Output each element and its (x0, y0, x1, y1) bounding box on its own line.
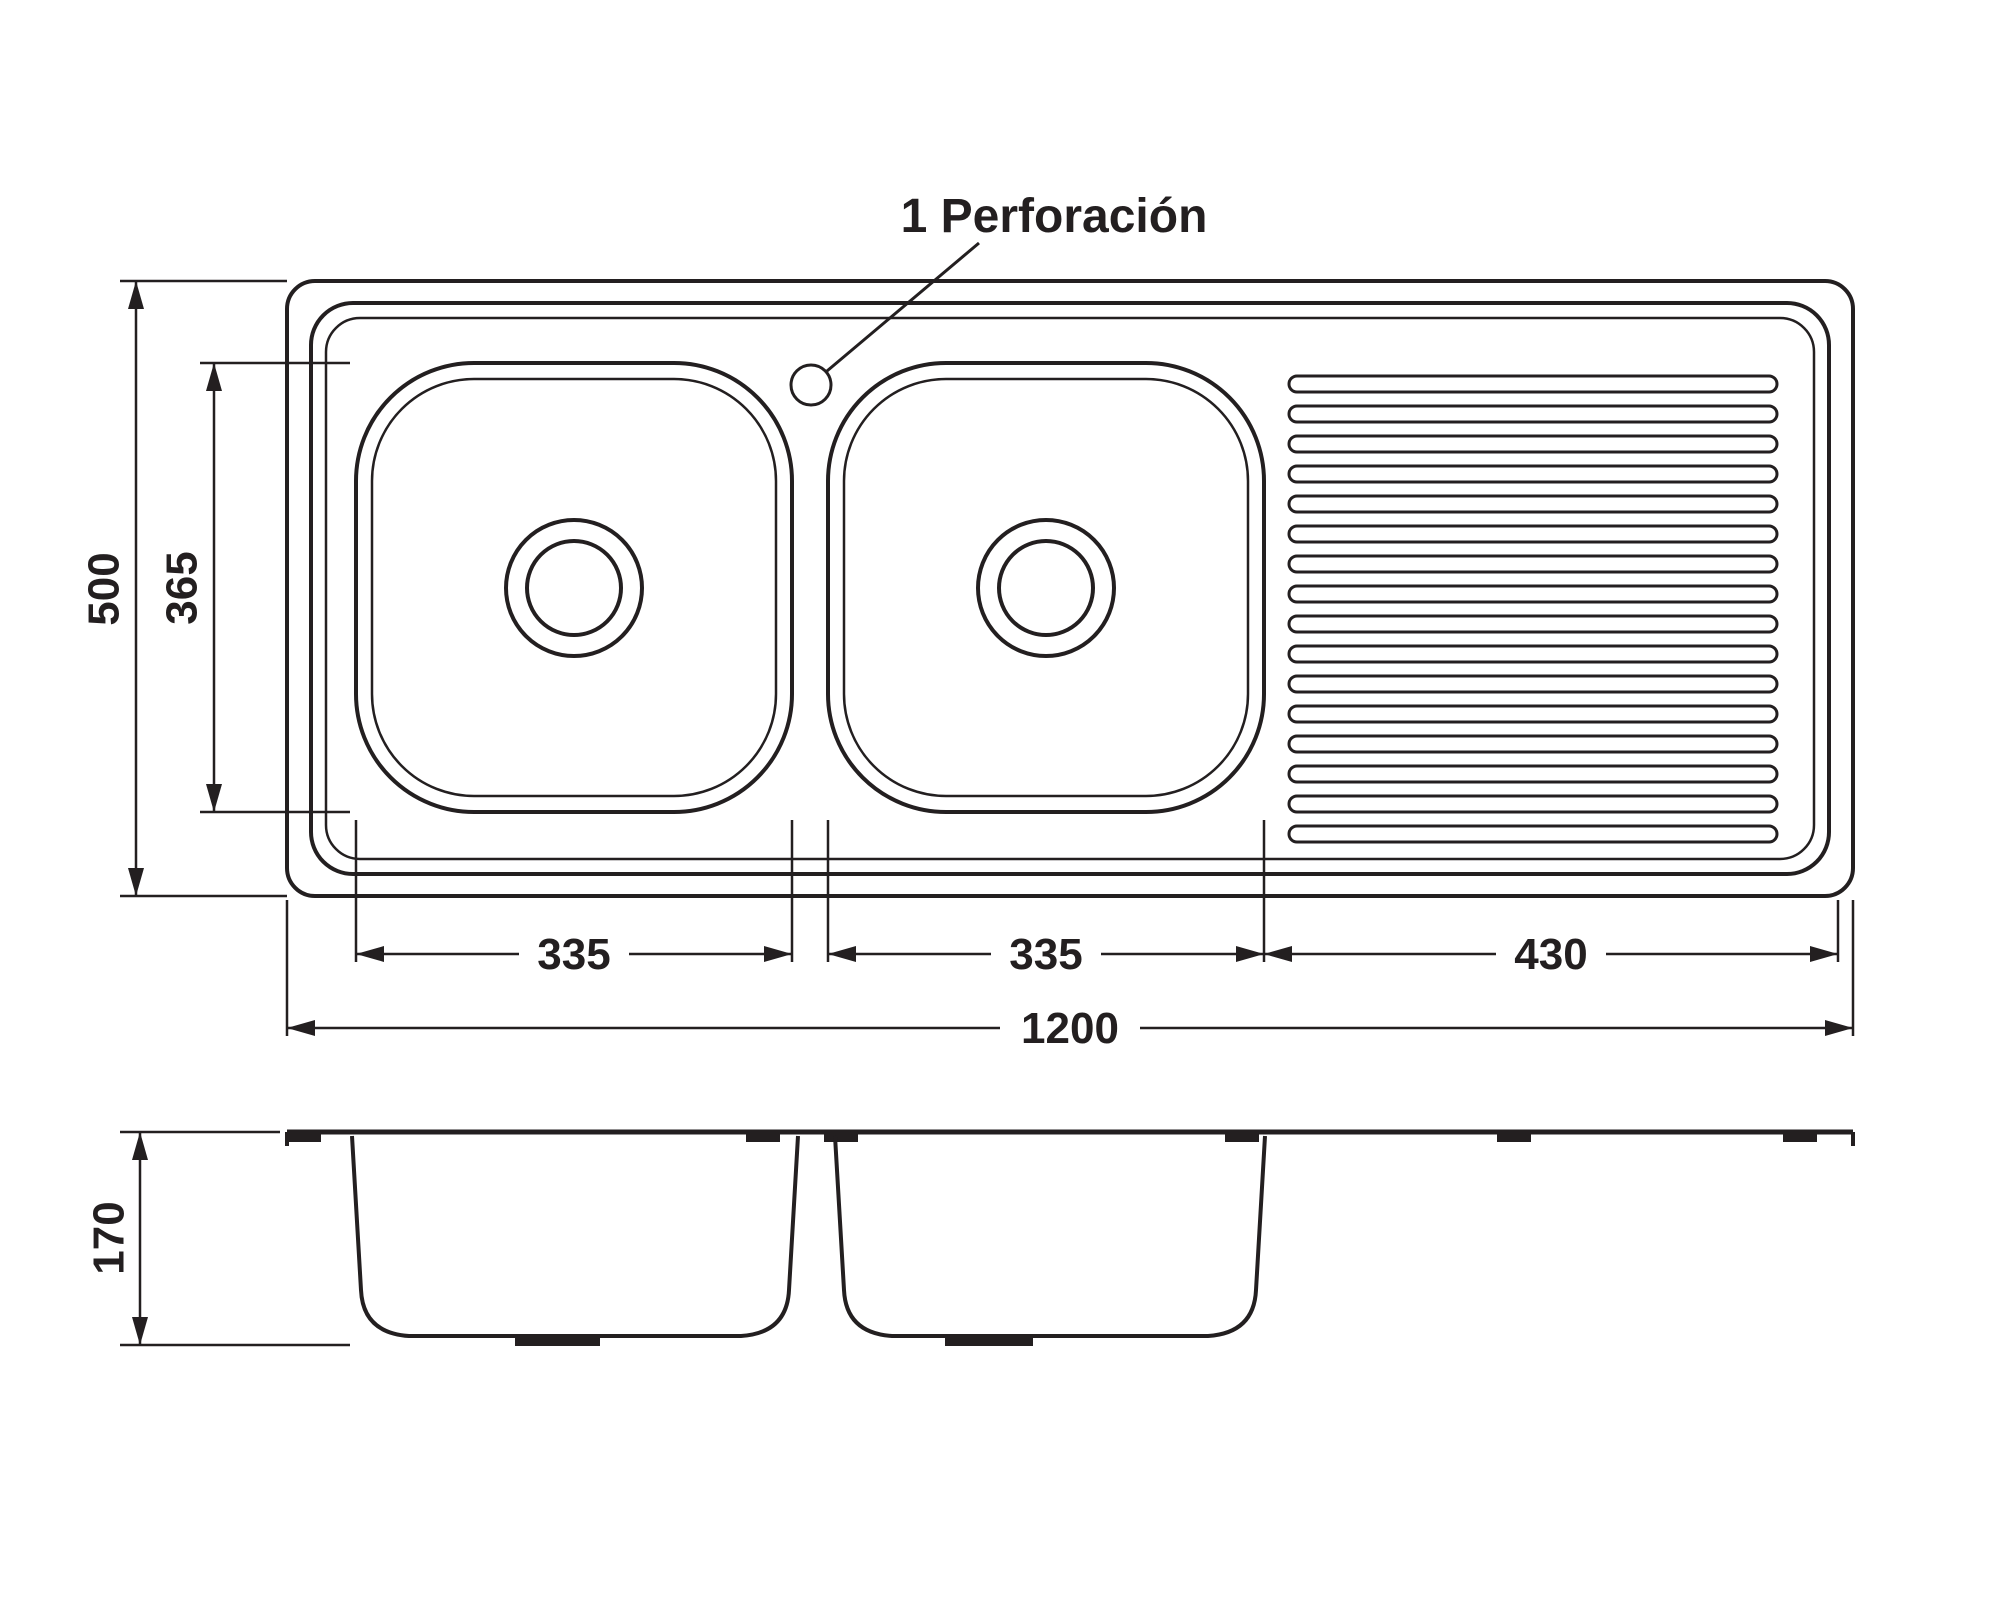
side-bowl-2-profile (833, 1135, 1267, 1338)
dim-bowl1-width-value: 335 (537, 930, 610, 979)
bowl-2-drain-outer (976, 518, 1116, 658)
dim-overall-height: 500 (79, 279, 287, 898)
side-bowl-2-drain-fitting (945, 1336, 1033, 1346)
side-bowl-1-profile (350, 1135, 800, 1338)
sink-rim-outline (309, 301, 1831, 876)
mounting-clips (287, 1134, 1817, 1142)
dim-bowl-span-height: 365 (157, 361, 350, 814)
bowl-1-drain-inner (525, 539, 623, 637)
bowl-1-inner-outline (370, 377, 778, 798)
dim-bowl1-width: 335 (356, 930, 792, 979)
side-bowl-1-drain-fitting (515, 1336, 600, 1346)
dim-bowl2-width-value: 335 (1009, 930, 1082, 979)
side-view: 170 (84, 1129, 1855, 1347)
dim-side-height: 170 (84, 1130, 350, 1347)
callout-leader-line (826, 241, 980, 373)
sink-outer-outline (285, 279, 1855, 898)
bowl-1-outline (354, 361, 794, 814)
dim-drainboard-width: 430 (1264, 930, 1838, 979)
dim-drainboard-width-value: 430 (1514, 930, 1587, 979)
bowl-2-drain-inner (997, 539, 1095, 637)
dim-bowl2-width: 335 (828, 930, 1264, 979)
dim-bowl-span-value: 365 (157, 551, 206, 624)
dimensions-top-view: 500 365 335 335 (79, 279, 1855, 1053)
bowl-2-inner-outline (842, 377, 1250, 798)
dim-overall-height-value: 500 (79, 552, 128, 625)
faucet-hole (789, 363, 833, 407)
sink-rim-inner-outline (324, 316, 1816, 861)
bowl-2 (826, 361, 1266, 814)
drainboard-ribs (1287, 369, 1779, 849)
dim-overall-width: 1200 (287, 1004, 1853, 1053)
bowl-1 (354, 361, 794, 814)
bowl-1-drain-outer (504, 518, 644, 658)
bowl-2-outline (826, 361, 1266, 814)
top-view: 1 Perforación (285, 190, 1855, 898)
callout-label: 1 Perforación (901, 190, 1208, 243)
dim-overall-width-value: 1200 (1021, 1004, 1119, 1053)
dim-side-height-value: 170 (84, 1201, 133, 1274)
